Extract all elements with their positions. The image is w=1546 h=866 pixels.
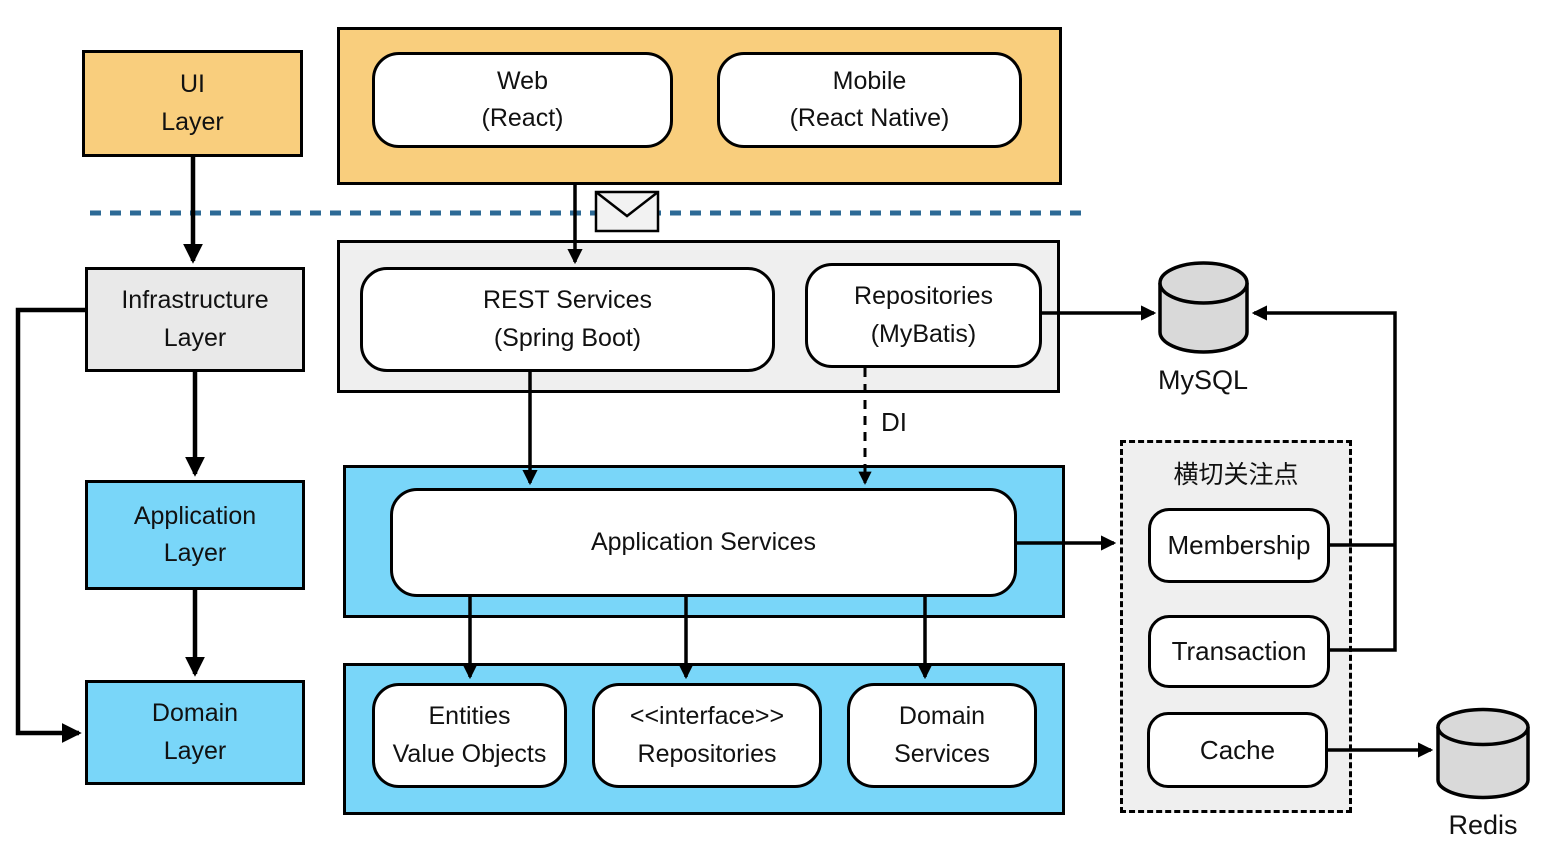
repositories-box: Repositories (MyBatis) (805, 263, 1042, 368)
mysql-database-cylinder-icon (1158, 261, 1249, 354)
cross-cutting-title: 横切关注点 (1173, 461, 1299, 489)
rest-services-box: REST Services (Spring Boot) (360, 267, 775, 372)
application-services-box: Application Services (390, 488, 1017, 597)
infrastructure-layer-box: Infrastructure Layer (85, 267, 305, 372)
mobile-react-native-box: Mobile (React Native) (717, 52, 1022, 148)
di-annotation: DI (881, 407, 907, 437)
entities-value-objects-box: Entities Value Objects (372, 683, 567, 788)
application-layer-label: Application Layer (133, 501, 257, 568)
envelope-icon (594, 190, 660, 233)
mobile-react-native-label: Mobile (React Native) (789, 66, 950, 133)
membership-label: Membership (1167, 530, 1311, 560)
domain-services-box: Domain Services (847, 683, 1037, 788)
interface-repositories-label: <<interface>> Repositories (629, 702, 785, 768)
infrastructure-layer-label: Infrastructure Layer (121, 286, 269, 352)
ui-layer-box: UI Layer (82, 50, 303, 157)
web-react-box: Web (React) (372, 52, 673, 148)
repositories-label: Repositories (MyBatis) (854, 282, 993, 348)
domain-layer-label: Domain Layer (151, 699, 239, 765)
domain-services-label: Domain Services (894, 702, 990, 768)
web-react-label: Web (React) (481, 66, 564, 133)
cache-label: Cache (1199, 734, 1276, 765)
domain-layer-box: Domain Layer (85, 680, 305, 785)
cache-box: Cache (1147, 712, 1328, 788)
transaction-box: Transaction (1148, 615, 1330, 688)
ui-layer-label: UI Layer (161, 70, 224, 136)
application-services-label: Application Services (590, 527, 817, 556)
membership-box: Membership (1148, 508, 1330, 583)
redis-label: Redis (1448, 810, 1518, 840)
infrastructure-to-domain-elbow-arrow (15, 307, 85, 743)
application-layer-box: Application Layer (85, 480, 305, 590)
redis-database-cylinder-icon (1436, 707, 1530, 800)
rest-services-label: REST Services (Spring Boot) (482, 286, 653, 352)
mysql-label: MySQL (1157, 365, 1249, 395)
transaction-label: Transaction (1171, 636, 1307, 666)
entities-value-objects-label: Entities Value Objects (392, 702, 547, 768)
interface-repositories-box: <<interface>> Repositories (592, 683, 822, 788)
